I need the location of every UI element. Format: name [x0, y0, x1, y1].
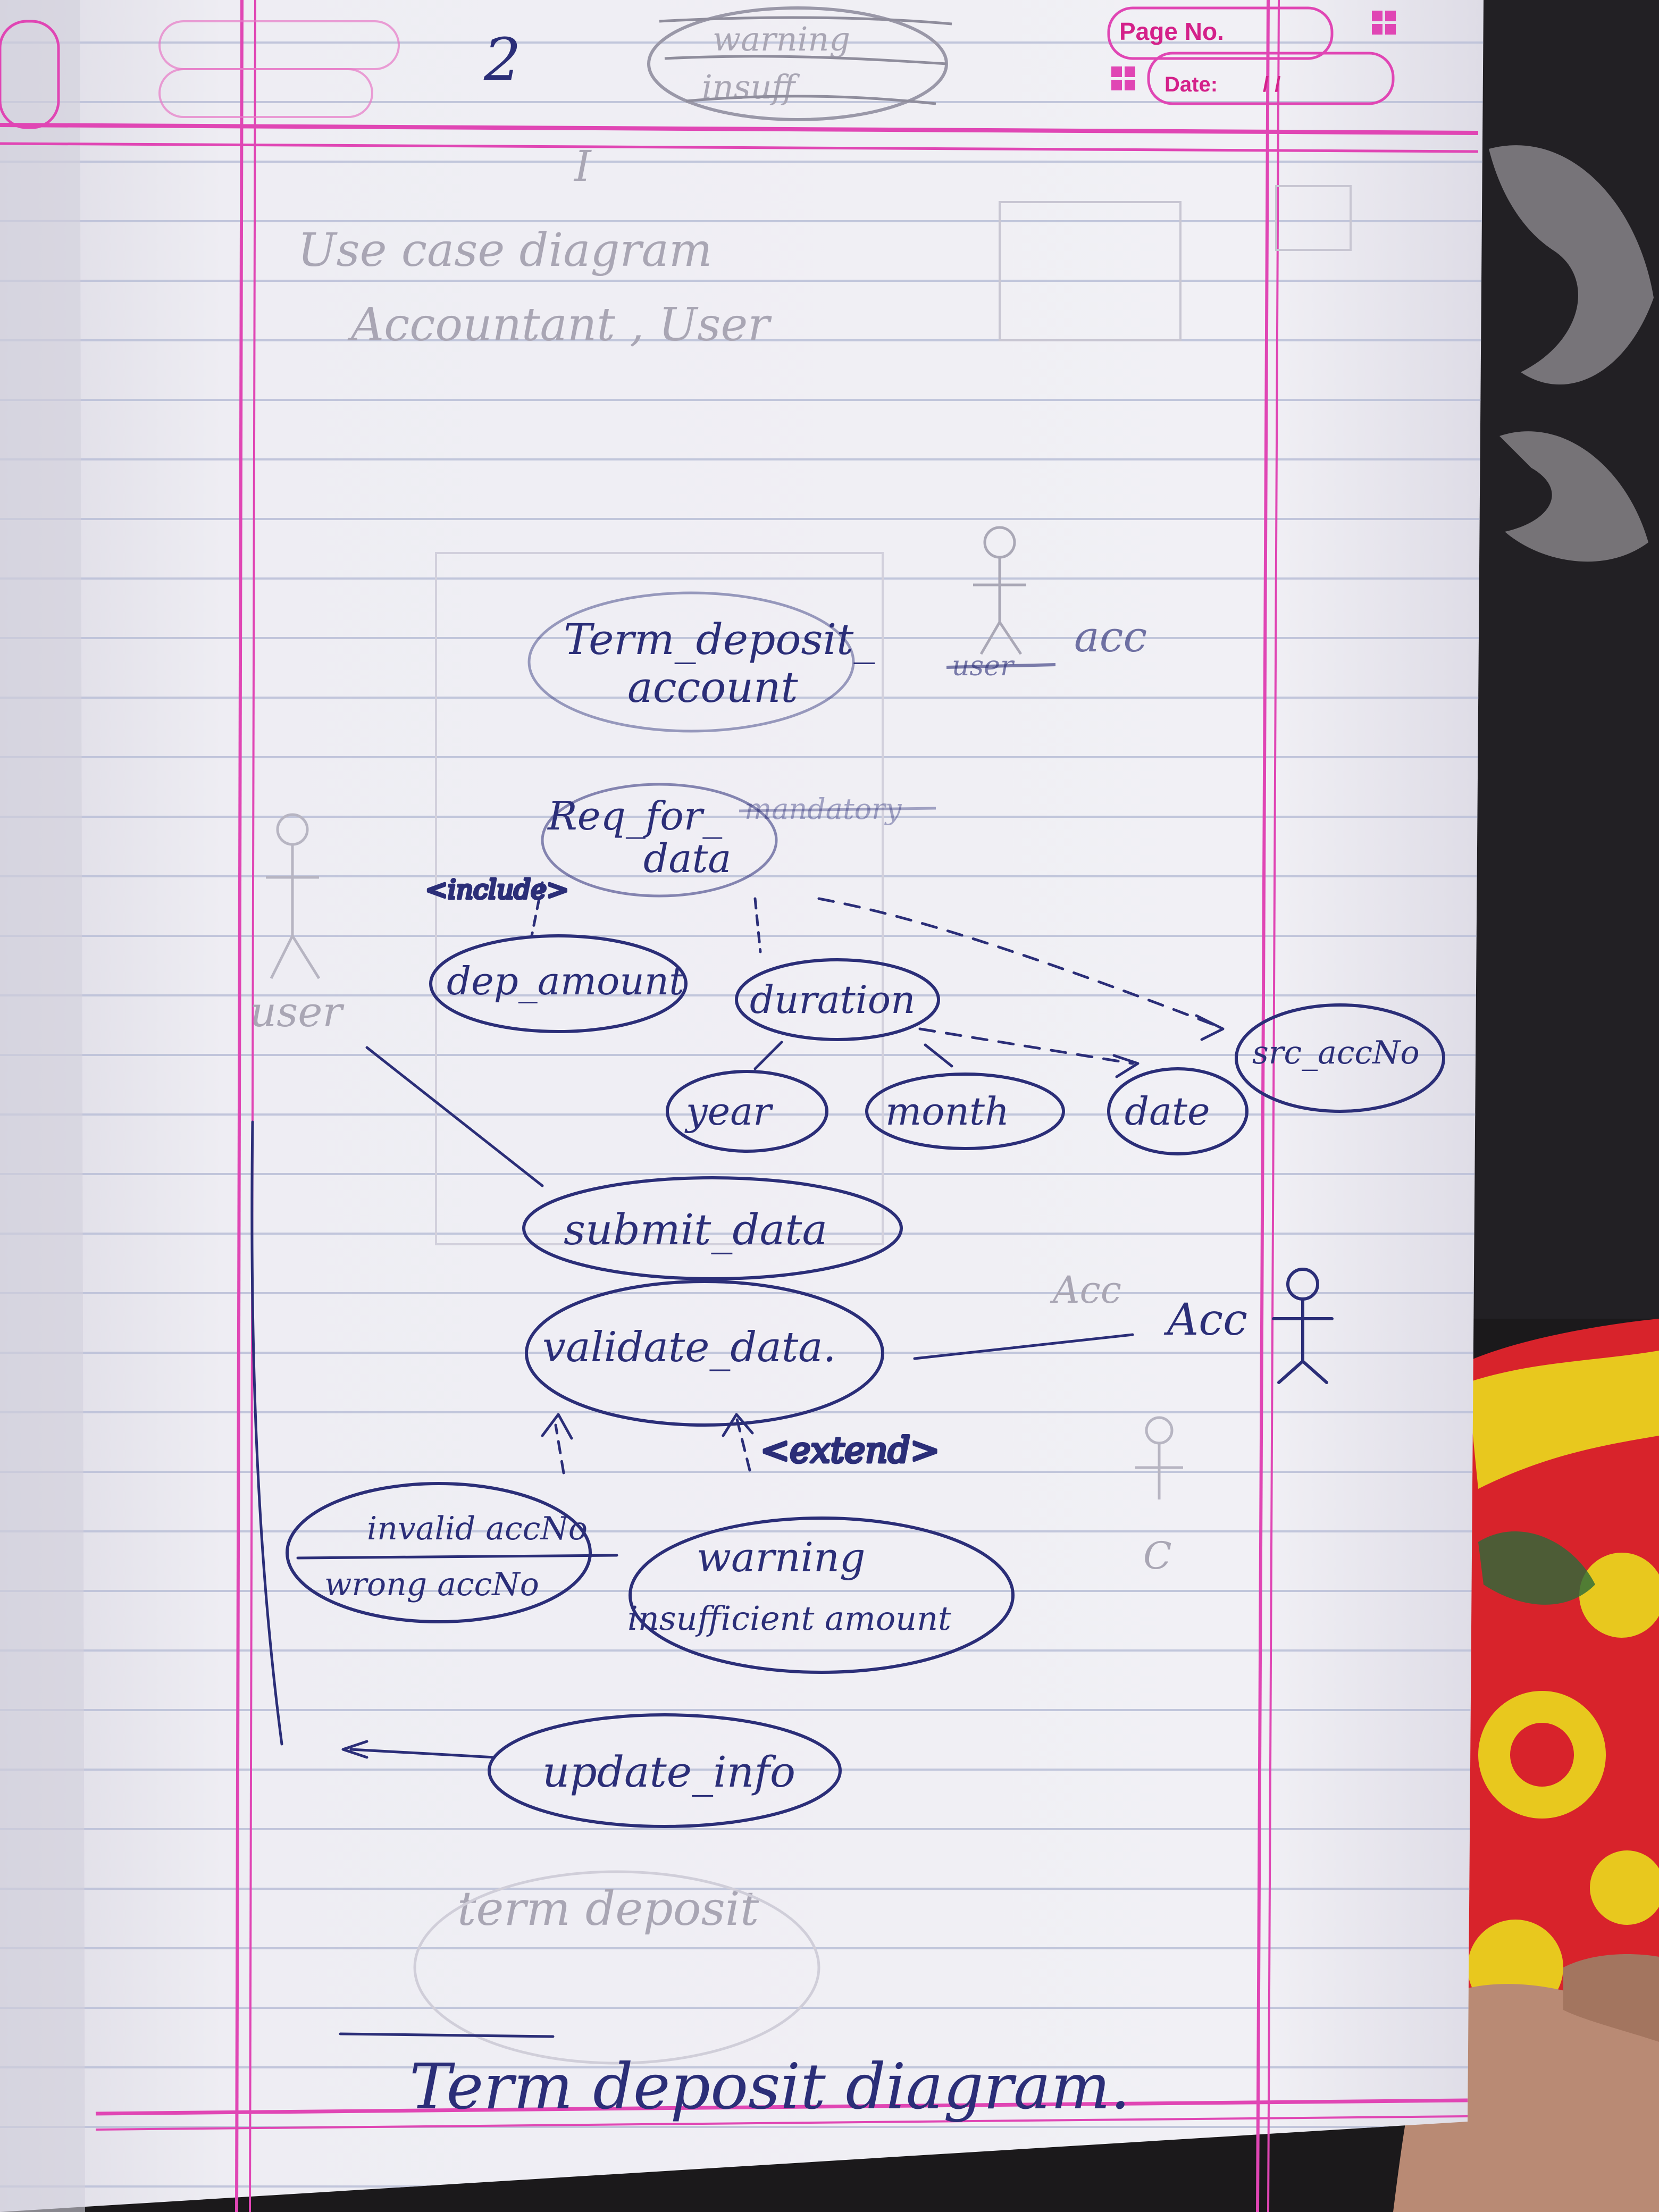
faint-note-line1: Use case diagram	[298, 224, 712, 277]
use-case-req-for-data: Req_for_ data mandatory	[541, 783, 936, 898]
use-case-src-accno: src_accNo	[1235, 1003, 1445, 1113]
svg-text:update_info: update_info	[542, 1747, 795, 1797]
svg-text:I: I	[573, 141, 592, 191]
acc-right-stick-figure-icon	[1272, 1268, 1334, 1384]
user-label: user	[250, 988, 345, 1036]
notebook-page	[0, 0, 1484, 2212]
svg-text:mandatory: mandatory	[744, 792, 902, 826]
user-lifeline	[250, 1120, 283, 1746]
use-case-dep-amount: dep_amount	[429, 934, 688, 1033]
acc-top-label: acc	[1074, 612, 1147, 661]
svg-text:submit_data: submit_data	[564, 1205, 827, 1254]
svg-text:data: data	[643, 836, 731, 882]
svg-text:C: C	[1143, 1534, 1172, 1578]
use-case-year: year	[666, 1070, 828, 1153]
svg-text:warning: warning	[697, 1534, 866, 1581]
acc-top-stick-figure-icon	[973, 526, 1026, 655]
page-no-box	[1107, 6, 1334, 60]
svg-text:date: date	[1125, 1089, 1210, 1134]
user-to-submit-line	[365, 1046, 544, 1187]
relations: <include> <extend>	[250, 873, 1225, 1759]
date-label: Date:	[1164, 73, 1218, 96]
actor-user: user	[250, 813, 345, 1036]
use-case-submit-data: submit_data	[522, 1176, 903, 1280]
validate-to-acc-line	[913, 1333, 1134, 1360]
svg-text:account: account	[627, 663, 799, 712]
acc-right-faint-label: Acc	[1050, 1268, 1121, 1312]
caption-text: Term deposit diagram.	[409, 2050, 1130, 2123]
svg-text:month: month	[885, 1089, 1009, 1134]
svg-text:duration: duration	[750, 977, 915, 1022]
actor-acc-top: user acc	[946, 526, 1147, 682]
use-case-month: month	[865, 1073, 1065, 1150]
svg-text:src_accNo: src_accNo	[1252, 1034, 1420, 1071]
use-case-term-deposit-account: Term_deposit_ account	[527, 591, 875, 733]
date-slashes: / /	[1263, 73, 1280, 96]
date-box	[1147, 52, 1395, 105]
svg-text:warning: warning	[713, 20, 850, 58]
faint-bottom-ghost: term deposit	[457, 1881, 759, 1936]
svg-text:insufficient amount: insufficient amount	[627, 1599, 951, 1638]
extend-label: <extend>	[760, 1430, 940, 1471]
faint-notes: Use case diagram Accountant , User I ter…	[298, 141, 1352, 2065]
svg-text:year: year	[684, 1089, 773, 1134]
use-case-invalid-accno: invalid accNo wrong accNo	[286, 1482, 618, 1623]
page-number: 2	[483, 26, 521, 94]
svg-text:dep_amount: dep_amount	[447, 959, 685, 1003]
use-case-warning: warning insufficient amount	[627, 1516, 1015, 1674]
use-case-validate-data: validate_data.	[525, 1280, 884, 1427]
caption: Term deposit diagram.	[339, 2032, 1130, 2123]
include-label: <include>	[425, 874, 569, 905]
svg-text:wrong accNo: wrong accNo	[324, 1566, 539, 1603]
actor-acc-right: Acc Acc C	[1050, 1268, 1334, 1578]
svg-text:invalid accNo: invalid accNo	[367, 1510, 588, 1547]
svg-text:insuff: insuff	[702, 68, 800, 106]
use-case-date: date	[1107, 1067, 1249, 1155]
header: Page No. Date: / / 2 warning insuff	[0, 6, 1396, 129]
faint-note-line2: Accountant , User	[347, 298, 772, 351]
svg-text:Term_deposit_: Term_deposit_	[564, 615, 875, 664]
use-case-duration: duration	[735, 958, 940, 1041]
svg-text:Req_for_: Req_for_	[547, 793, 722, 839]
use-case-update-info: update_info	[488, 1713, 842, 1828]
update-info-to-user-line	[349, 1748, 496, 1759]
user-stick-figure-icon	[266, 813, 321, 979]
acc-right-label: Acc	[1163, 1295, 1247, 1345]
page-no-label: Page No.	[1119, 18, 1224, 45]
grid-logo-icon	[1111, 11, 1396, 90]
svg-text:validate_data.: validate_data.	[542, 1323, 836, 1371]
